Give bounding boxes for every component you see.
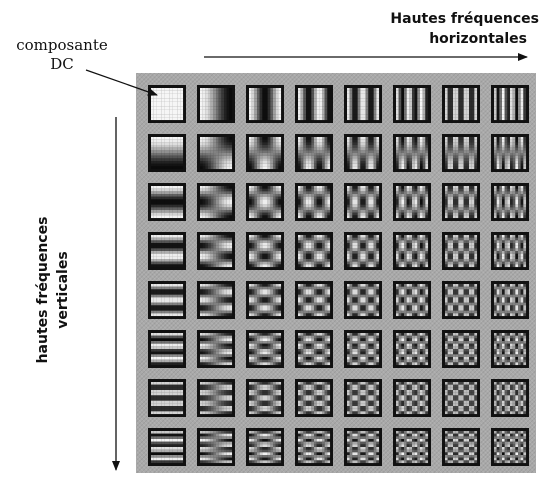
dct-basis-tile (442, 85, 480, 123)
dct-basis-tile (148, 330, 186, 368)
dct-basis-tile (344, 85, 382, 123)
dct-basis-tile (491, 379, 529, 417)
dct-basis-tile (344, 379, 382, 417)
dct-basis-tile (148, 428, 186, 466)
dct-basis-tile (491, 85, 529, 123)
dct-basis-tile (344, 134, 382, 172)
dct-basis-tile (344, 330, 382, 368)
dct-basis-tile (295, 428, 333, 466)
dct-basis-grid (136, 73, 536, 473)
dct-basis-tile (246, 428, 284, 466)
dct-basis-tile (246, 134, 284, 172)
dct-basis-tile (491, 134, 529, 172)
dct-basis-tile (442, 379, 480, 417)
dct-basis-tile (295, 379, 333, 417)
dct-basis-tile (442, 232, 480, 270)
dct-basis-tile (491, 428, 529, 466)
dc-label-line2: DC (50, 55, 74, 73)
dct-basis-tile (442, 183, 480, 221)
horizontal-frequency-label: Hautes fréquences horizontales (359, 9, 539, 49)
dct-basis-tile (197, 428, 235, 466)
dct-basis-tile (344, 281, 382, 319)
dct-basis-tile (295, 85, 333, 123)
dc-pointer-arrow (85, 69, 158, 96)
dct-basis-tile (148, 232, 186, 270)
dct-basis-tile (442, 134, 480, 172)
horizontal-label-line2: horizontales (429, 31, 527, 47)
dct-basis-tile (442, 428, 480, 466)
dct-basis-tile (344, 183, 382, 221)
dct-basis-tile (442, 330, 480, 368)
dct-basis-tile (393, 85, 431, 123)
dct-basis-tile (197, 85, 235, 123)
dct-basis-tile (197, 183, 235, 221)
dct-basis-tile (491, 330, 529, 368)
dct-basis-tile (246, 330, 284, 368)
dct-basis-tile (393, 428, 431, 466)
dct-basis-tile (344, 428, 382, 466)
dct-basis-tile (491, 183, 529, 221)
dct-basis-tile (393, 183, 431, 221)
dct-basis-tile (393, 330, 431, 368)
dct-basis-tile (148, 281, 186, 319)
dc-label-line1: composante (16, 36, 108, 54)
dct-basis-tile (442, 281, 480, 319)
dct-basis-tile (197, 330, 235, 368)
dct-basis-tile (344, 232, 382, 270)
dct-basis-tile (393, 134, 431, 172)
dct-basis-tile (491, 281, 529, 319)
dct-basis-tile (246, 232, 284, 270)
horizontal-label-line1: Hautes fréquences (390, 11, 539, 27)
dct-basis-tile (295, 232, 333, 270)
dct-basis-tile (148, 379, 186, 417)
dct-basis-tile (246, 281, 284, 319)
dct-basis-tile (393, 379, 431, 417)
dct-basis-tile (246, 183, 284, 221)
dct-basis-tile (148, 183, 186, 221)
dct-basis-tile (246, 379, 284, 417)
dct-basis-tile (197, 379, 235, 417)
dct-basis-tile (295, 134, 333, 172)
dct-basis-tile (295, 330, 333, 368)
dct-basis-tile (295, 183, 333, 221)
dct-basis-tile (393, 232, 431, 270)
dc-component-label: composante DC (6, 36, 118, 74)
dct-basis-tile (246, 85, 284, 123)
dct-basis-tile (197, 232, 235, 270)
dct-basis-tile (491, 232, 529, 270)
dct-basis-tile (148, 134, 186, 172)
dct-basis-tile (197, 281, 235, 319)
dct-basis-tile (393, 281, 431, 319)
dct-basis-tile (295, 281, 333, 319)
dct-basis-tile (197, 134, 235, 172)
